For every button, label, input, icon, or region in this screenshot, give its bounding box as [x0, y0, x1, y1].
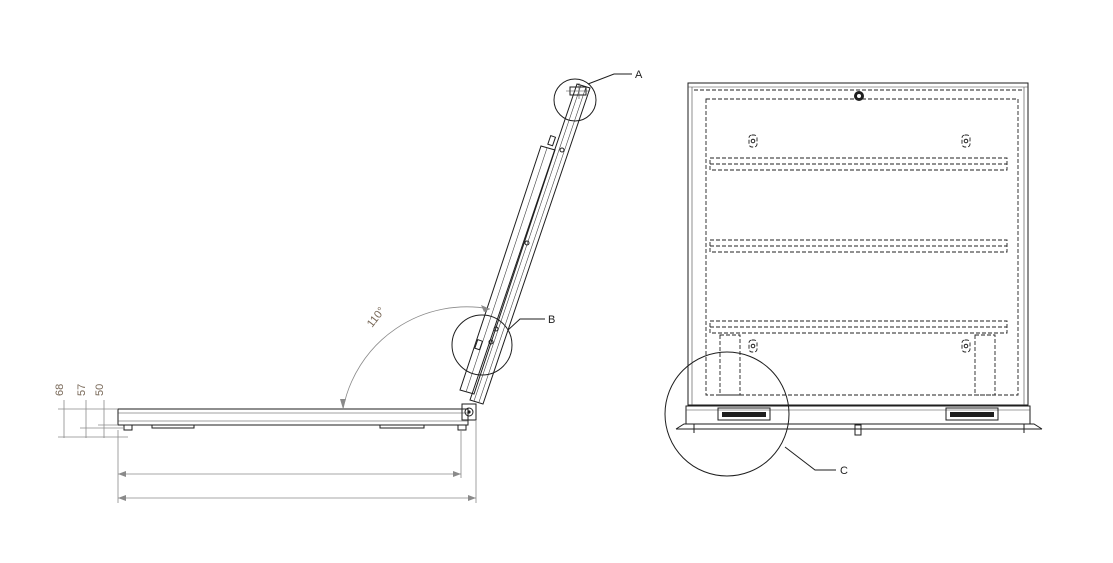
detail-circle-a: A [553, 69, 643, 122]
height-dimensions: 68 57 50 [54, 384, 128, 438]
opening-angle-label: 110° [365, 305, 388, 330]
front-base [675, 405, 1043, 436]
mounting-holes [748, 134, 971, 353]
opening-angle-dimension: 110° [340, 305, 491, 410]
din-rails [709, 157, 1008, 334]
hinge [461, 403, 477, 421]
front-frame [687, 82, 1029, 406]
front-view: C [664, 82, 1043, 477]
open-lid [459, 83, 591, 405]
height-68-label: 68 [54, 384, 66, 396]
height-50-label: 50 [94, 384, 106, 396]
side-view: A B 110° 68 57 50 [54, 69, 643, 503]
width-dimensions [117, 420, 477, 503]
hinge-brackets [719, 334, 996, 396]
callout-c-label: C [840, 465, 848, 477]
detail-circle-c: C [664, 351, 848, 477]
top-lock [854, 91, 864, 101]
detail-circle-b: B [451, 314, 555, 376]
callout-a-label: A [635, 69, 643, 81]
height-57-label: 57 [76, 384, 88, 396]
base-tray [117, 408, 469, 431]
callout-b-label: B [548, 314, 555, 326]
